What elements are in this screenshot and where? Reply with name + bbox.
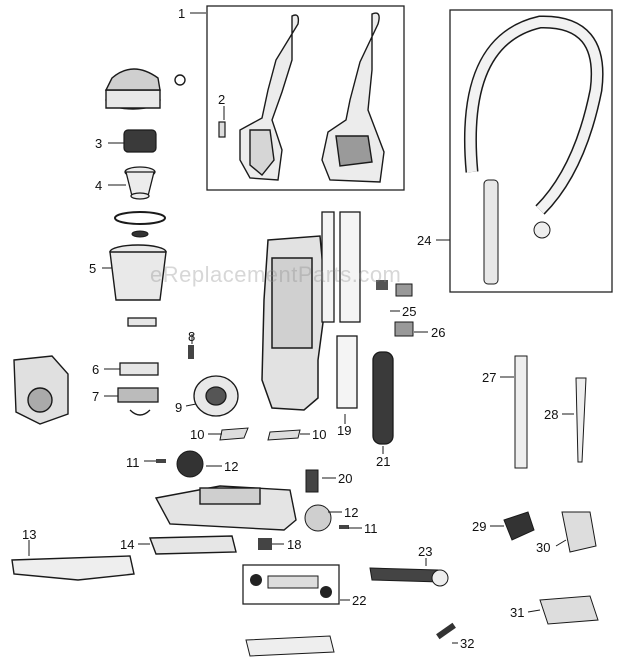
callout-10a: 10: [190, 427, 205, 442]
gasket-ring: [114, 211, 166, 225]
clip-part: [395, 283, 413, 297]
hose-cuff: [533, 221, 551, 239]
cyclone-separator-part: [124, 166, 156, 200]
handle-group-box: [206, 5, 405, 191]
base-assembly-part: [154, 485, 297, 531]
gasket-small: [131, 230, 149, 238]
callout-19: 19: [337, 423, 352, 438]
callout-11b: 11: [364, 521, 378, 536]
turbo-brush-31: [539, 595, 599, 625]
filter-screen-b: [339, 211, 361, 323]
callout-2: 2: [218, 92, 226, 107]
post-filter-21: [372, 351, 394, 445]
belt-door-a: [219, 427, 249, 441]
callout-4: 4: [95, 178, 103, 193]
hose-handle: [483, 179, 499, 285]
belt-32: [436, 622, 456, 640]
callout-12a: 12: [224, 459, 239, 474]
callout-26: 26: [431, 325, 446, 340]
callout-30: 30: [536, 540, 551, 555]
wand-27: [514, 355, 528, 469]
callout-5: 5: [89, 261, 97, 276]
brush-roll-22: [267, 575, 319, 589]
leader-lines: [28, 12, 574, 644]
callout-11a: 11: [126, 455, 140, 470]
callout-31: 31: [510, 605, 525, 620]
callout-20: 20: [338, 471, 353, 486]
screw-8: [188, 345, 194, 359]
callout-23: 23: [418, 544, 433, 559]
callout-22: 22: [352, 593, 367, 608]
callout-25: 25: [402, 304, 417, 319]
brush-roll-end: [431, 569, 449, 587]
brush-roll-23: [369, 567, 441, 583]
callout-32: 32: [460, 636, 475, 651]
hose-group-box: [449, 9, 613, 293]
bearing-b: [320, 586, 332, 598]
bearing-a: [250, 574, 262, 586]
latch-part: [376, 280, 388, 290]
callout-12b: 12: [344, 505, 359, 520]
handle-screw-part: [218, 121, 226, 138]
brush-housing-14: [148, 535, 237, 555]
handle-assembly-side: [321, 12, 385, 183]
motor-housing-left: [13, 355, 69, 425]
wheel-12a: [176, 450, 204, 478]
callout-14: 14: [120, 537, 135, 552]
filter-frame-part: [117, 317, 159, 416]
callout-8: 8: [188, 329, 196, 344]
callout-29: 29: [472, 519, 487, 534]
pre-motor-filter-19: [336, 335, 358, 409]
watermark-text: eReplacementParts.com: [150, 262, 402, 287]
crevice-28: [575, 377, 587, 463]
callout-13: 13: [22, 527, 37, 542]
main-body-part: [261, 235, 327, 411]
filter-screen-a: [321, 211, 335, 323]
callout-7: 7: [92, 389, 100, 404]
callout-3: 3: [95, 136, 103, 151]
callout-10b: 10: [312, 427, 327, 442]
callout-27: 27: [482, 370, 497, 385]
clip-26-part: [394, 321, 414, 337]
motor-fan-part: [193, 375, 239, 417]
dirt-cup-part: [109, 244, 167, 301]
screw-11b: [339, 525, 349, 529]
callout-18: 18: [287, 537, 302, 552]
filter-housing-part: [104, 68, 186, 110]
handle-assembly-front: [239, 14, 300, 181]
callout-6: 6: [92, 362, 100, 377]
dusting-brush-29: [503, 511, 535, 541]
hinge-18: [258, 538, 272, 550]
wheel-12b: [304, 504, 332, 532]
filter-cartridge-part: [123, 129, 157, 153]
bottom-plate-13: [11, 555, 135, 581]
callout-24: 24: [417, 233, 432, 248]
belt-door-b: [267, 429, 301, 441]
pedal-20: [305, 469, 319, 493]
callout-28: 28: [544, 407, 559, 422]
callout-21: 21: [376, 454, 391, 469]
upholstery-tool-30: [561, 511, 597, 553]
callout-9: 9: [175, 400, 183, 415]
callout-1: 1: [178, 6, 186, 21]
bottom-plate-lower: [245, 635, 335, 657]
screw-11a: [156, 459, 166, 463]
brush-roll-kit-box: [242, 564, 340, 605]
